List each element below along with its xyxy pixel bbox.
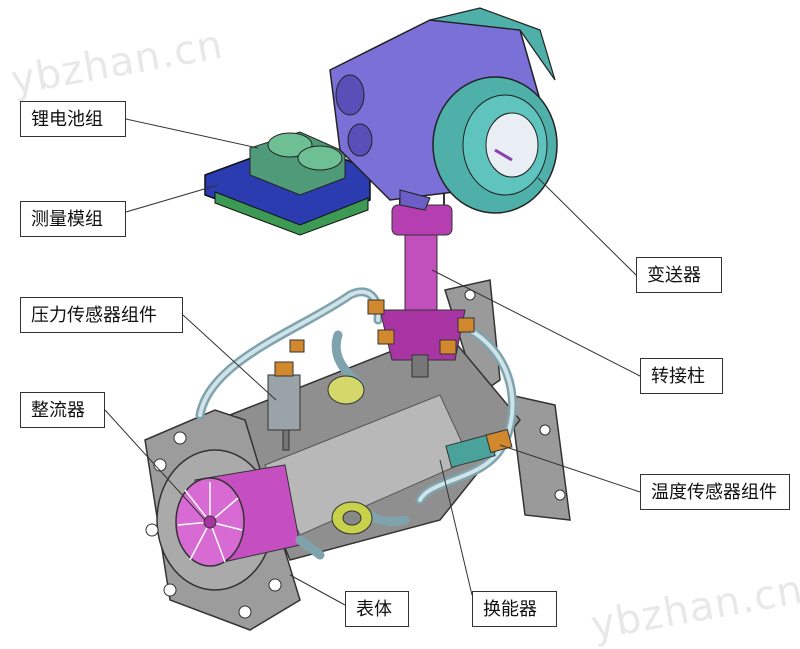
leader-transducer [439, 459, 473, 596]
leader-meter-body [289, 574, 346, 606]
label-pressure-sensor: 压力传感器组件 [20, 297, 183, 333]
label-meter-body: 表体 [345, 591, 409, 627]
leader-pressure-sensor [182, 314, 277, 401]
transducer [327, 375, 373, 535]
label-battery: 锂电池组 [20, 101, 126, 137]
leader-flow-straightener [104, 409, 206, 521]
flow-straightener [175, 464, 301, 567]
leader-measure-module [125, 184, 219, 213]
label-measure-module: 测量模组 [20, 201, 126, 237]
meter-body [144, 279, 571, 631]
label-transmitter: 变送器 [636, 257, 722, 293]
label-adapter-column: 转接柱 [640, 358, 723, 394]
adapter-column [289, 190, 475, 378]
label-flow-straightener: 整流器 [20, 392, 105, 428]
leader-temperature-sensor [499, 444, 641, 493]
leader-lines [104, 118, 641, 606]
leader-transmitter [537, 177, 637, 276]
lithium-battery-pack [249, 131, 346, 196]
pressure-sensor-assembly [267, 361, 301, 451]
label-temperature-sensor: 温度传感器组件 [640, 474, 790, 510]
leader-adapter-column [431, 269, 641, 377]
transmitter [329, 7, 558, 214]
label-transducer: 换能器 [472, 591, 557, 627]
leader-battery [125, 118, 259, 149]
